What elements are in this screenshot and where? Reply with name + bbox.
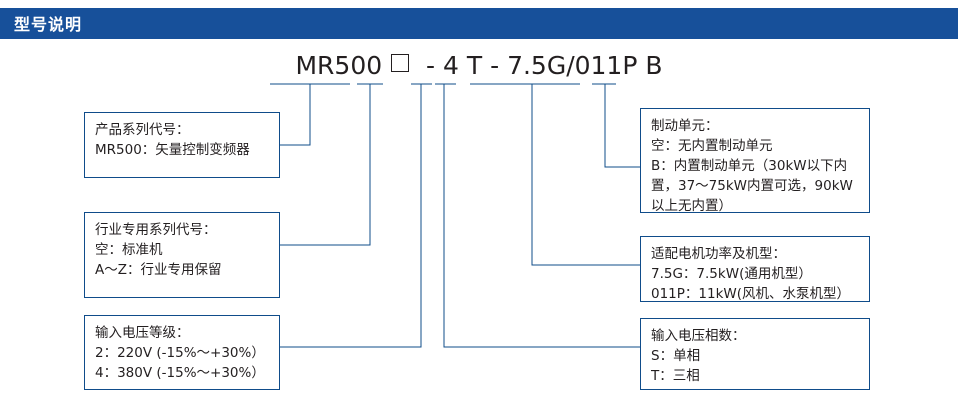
callout-line: 4：380V (-15%～+30%） [95,365,265,381]
section-header-banner: 型号说明 [0,8,958,39]
leader-braking [604,84,640,168]
leader-phase [443,84,640,348]
page-title: 型号说明 [14,15,83,34]
leader-series [280,84,311,146]
callout-line: 输入电压相数： [651,328,746,344]
leader-voltage [280,84,422,348]
callout-line: 空：无内置制动单元 [651,138,773,154]
callout-line: 制动单元： [651,118,719,134]
callout-line: 7.5G：7.5kW(通用机型） [651,266,812,282]
callout-line: 产品系列代号： [95,122,190,138]
model-segment-phase: T [466,51,483,80]
callout-line: 空：标准机 [95,242,163,258]
callout-line: 输入电压等级： [95,325,190,341]
leader-motor-power [531,84,640,266]
callout-line: 适配电机功率及机型： [651,246,786,262]
model-segment-motor-power: 7.5G/011P [507,51,638,80]
callout-line: MR500：矢量控制变频器 [95,142,250,158]
callout-industry-series: 行业专用系列代号： 空：标准机 A～Z：行业专用保留 [84,212,280,298]
model-segment-series: MR500 [295,51,383,80]
callout-input-voltage-phase: 输入电压相数： S：单相 T：三相 [640,318,870,390]
callout-line: 2：220V (-15%～+30%） [95,345,265,361]
leader-industry [280,84,371,246]
model-segment-dash-1: - [426,51,436,80]
model-number-text: MR500 - 4 T - 7.5G/011P B [295,52,662,80]
model-number-string: MR500 - 4 T - 7.5G/011P B [0,52,958,82]
callout-line: 行业专用系列代号： [95,222,217,238]
callout-line: B：内置制动单元（30kW以下内置，37～75kW内置可选，90kW以上无内置） [651,158,853,214]
callout-line: A～Z：行业专用保留 [95,262,222,278]
callout-braking-unit: 制动单元： 空：无内置制动单元 B：内置制动单元（30kW以下内置，37～75k… [640,108,870,214]
callout-line: 011P：11kW(风机、水泵机型） [651,286,851,302]
callout-product-series: 产品系列代号： MR500：矢量控制变频器 [84,112,280,178]
callout-input-voltage-class: 输入电压等级： 2：220V (-15%～+30%） 4：380V (-15%～… [84,315,280,390]
empty-square-icon [391,54,410,72]
model-segment-voltage: 4 [442,51,459,80]
model-segment-dash-2: - [490,51,500,80]
model-segment-braking: B [645,51,663,80]
callout-line: T：三相 [651,368,700,384]
callout-line: S：单相 [651,348,701,364]
callout-motor-power-and-type: 适配电机功率及机型： 7.5G：7.5kW(通用机型） 011P：11kW(风机… [640,236,870,302]
